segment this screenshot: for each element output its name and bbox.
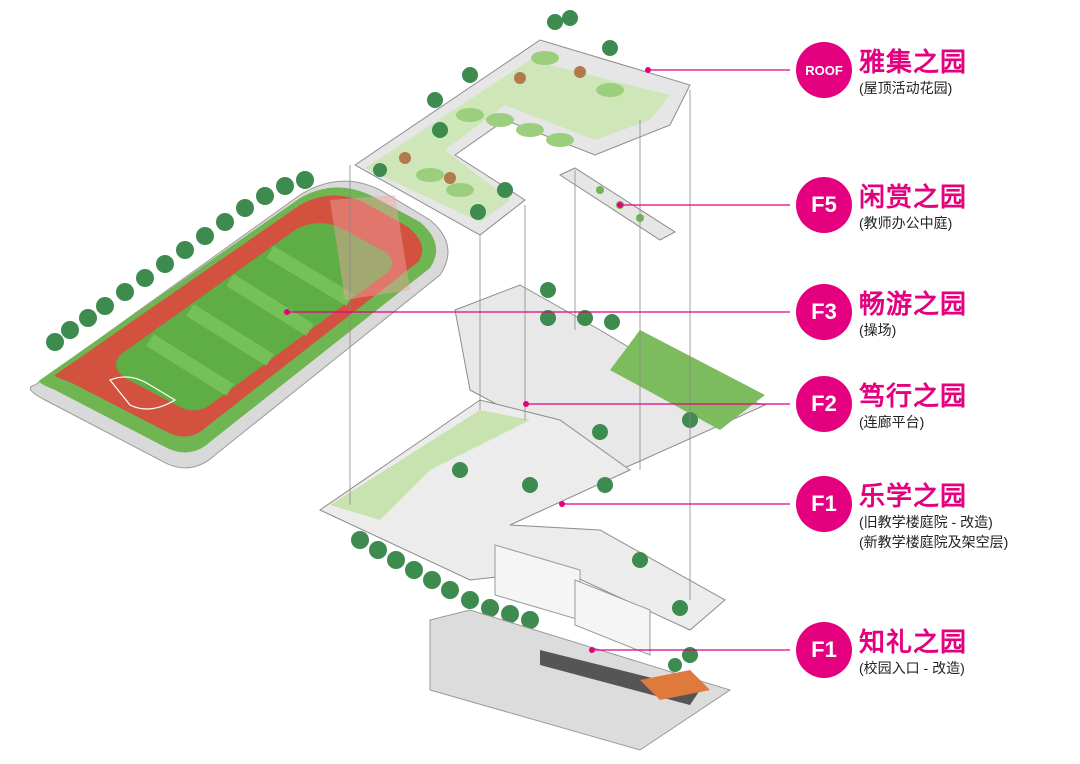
projection-lines	[349, 90, 691, 600]
sports-field	[29, 171, 449, 469]
garden-subtitle: (新教学楼庭院及架空层)	[859, 534, 1009, 550]
leader-lines	[287, 69, 790, 651]
garden-subtitle: (教师办公中庭)	[859, 215, 953, 231]
garden-title: 乐学之园	[859, 481, 968, 511]
level-badge: F5	[796, 177, 852, 233]
garden-title: 知礼之园	[859, 627, 968, 657]
leader-dots	[284, 67, 651, 653]
label-f1-entrance: F1 知礼之园 (校园入口 - 改造)	[796, 622, 1066, 686]
label-f3: F3 畅游之园 (操场)	[796, 284, 1066, 348]
level-badge: F3	[796, 284, 852, 340]
f1-entrance	[429, 609, 732, 751]
level-badge: F1	[796, 622, 852, 678]
label-f1-courtyard: F1 乐学之园 (旧教学楼庭院 - 改造) (新教学楼庭院及架空层)	[796, 476, 1066, 566]
garden-subtitle: (校园入口 - 改造)	[859, 660, 965, 676]
label-f5: F5 闲赏之园 (教师办公中庭)	[796, 177, 1066, 241]
level-badge: ROOF	[796, 42, 852, 98]
label-roof: ROOF 雅集之园 (屋顶活动花园)	[796, 42, 1066, 106]
level-badge: F1	[796, 476, 852, 532]
garden-subtitle: (连廊平台)	[859, 414, 925, 430]
garden-title: 笃行之园	[859, 381, 968, 411]
garden-title: 畅游之园	[859, 289, 968, 319]
garden-subtitle: (操场)	[859, 322, 897, 338]
label-f2: F2 笃行之园 (连廊平台)	[796, 376, 1066, 440]
f1-courtyard	[318, 399, 726, 656]
garden-title: 雅集之园	[859, 47, 968, 77]
roof-garden	[354, 10, 691, 236]
f2-platform	[454, 282, 767, 471]
level-badge: F2	[796, 376, 852, 432]
garden-subtitle: (屋顶活动花园)	[859, 80, 953, 96]
garden-subtitle: (旧教学楼庭院 - 改造)	[859, 514, 993, 530]
garden-title: 闲赏之园	[859, 182, 968, 212]
